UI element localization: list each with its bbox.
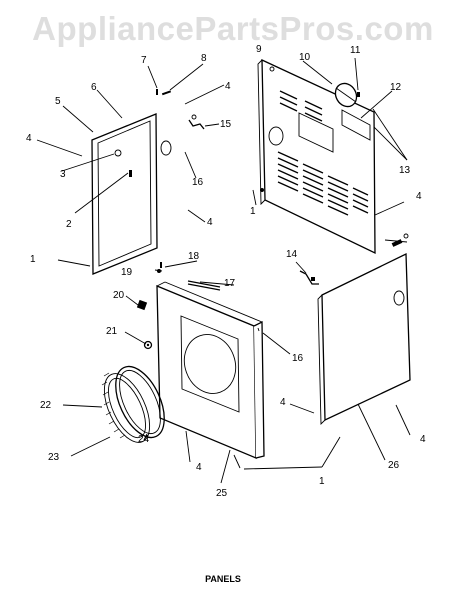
callout-4: 4: [416, 191, 422, 202]
vent-slots-lower-left: [277, 151, 299, 192]
back-panel: [257, 58, 376, 255]
bracket-15: [188, 114, 205, 130]
watermark: AppliancePartsPros.com: [32, 10, 434, 47]
callout-4: 4: [196, 462, 202, 473]
callout-16: 16: [292, 353, 304, 364]
callout-23: 23: [48, 452, 60, 463]
screw-11: [357, 92, 360, 97]
vent-slots-far-right: [352, 187, 369, 214]
callout-2: 2: [66, 219, 72, 230]
callout-5: 5: [55, 96, 61, 107]
callout-3: 3: [60, 169, 66, 180]
callout-4: 4: [280, 397, 286, 408]
left-side-panel: [91, 113, 172, 275]
callout-13: 13: [399, 165, 411, 176]
callout-26: 26: [388, 460, 400, 471]
callout-4: 4: [225, 81, 231, 92]
callout-12: 12: [390, 82, 402, 93]
callout-24: 24: [138, 434, 150, 445]
callout-16: 16: [192, 177, 204, 188]
callout-10: 10: [299, 52, 311, 63]
callout-21: 21: [106, 326, 118, 337]
callout-6: 6: [91, 82, 97, 93]
callout-9: 9: [256, 44, 262, 55]
callout-18: 18: [188, 251, 200, 262]
callout-15: 15: [220, 119, 232, 130]
gasket-hatch: [101, 372, 126, 439]
callout-8: 8: [201, 53, 207, 64]
part-18: [160, 262, 162, 268]
callout-1: 1: [250, 206, 256, 217]
callout-14: 14: [286, 249, 298, 260]
callout-17: 17: [224, 278, 236, 289]
vent-slots-lower-right: [327, 175, 349, 216]
front-panel: [156, 281, 265, 459]
leader-lines: [36, 57, 411, 484]
callout-1: 1: [30, 254, 36, 265]
callout-labels: 1 1 1 2 3 4 4 4 4 4 4 4 5 6 7 8 9 10 11 …: [26, 44, 426, 499]
top-strip: [187, 280, 221, 291]
screw-7: [156, 89, 158, 95]
bracket-14: [299, 270, 319, 285]
cover-plate: [334, 82, 358, 108]
diagram-caption: PANELS: [205, 574, 241, 584]
callout-19: 19: [121, 267, 133, 278]
vent-slots-lower-mid: [302, 163, 324, 204]
callout-25: 25: [216, 488, 228, 499]
callout-20: 20: [113, 290, 125, 301]
callout-11: 11: [350, 45, 361, 56]
screw-1-mid: [260, 188, 264, 192]
vent-slots-upper: [279, 90, 323, 122]
callout-4: 4: [207, 217, 213, 228]
callout-4: 4: [420, 434, 426, 445]
callout-4: 4: [26, 133, 32, 144]
door-seal-assembly: [101, 365, 165, 443]
callout-22: 22: [40, 400, 52, 411]
callout-1: 1: [319, 476, 325, 487]
callout-7: 7: [141, 55, 147, 66]
part-20: [136, 299, 148, 311]
part-21: [143, 340, 153, 350]
part-8: [161, 90, 172, 96]
right-side-panel: [317, 252, 411, 426]
